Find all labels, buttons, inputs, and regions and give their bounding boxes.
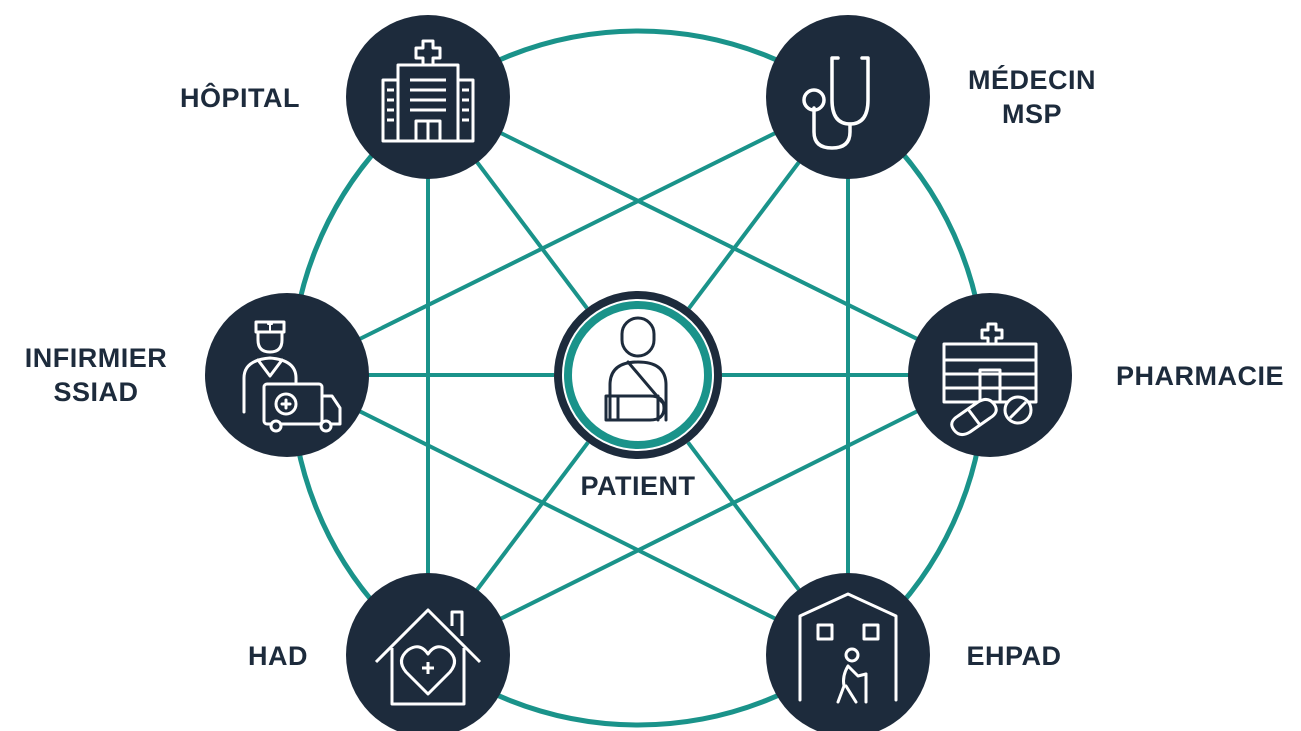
node-pharmacie [908,293,1072,457]
node-hopital [346,15,510,179]
home-heart-cross-icon [374,608,482,706]
node-had [346,573,510,731]
center-label: PATIENT [581,471,696,501]
label-ehpad: EHPAD [966,641,1061,671]
connectors [286,95,991,657]
connector-pharmacie-had [427,373,991,657]
pharmacy-pills-icon [942,322,1038,437]
node-infirmier [205,293,369,457]
label-had: HAD [248,641,308,671]
node-ehpad [766,573,930,731]
connector-infirmier-ehpad [286,373,849,657]
node-medecin [766,15,930,179]
elderly-care-home-icon [798,592,898,704]
label-infirmier-line2: SSIAD [53,377,138,407]
center-node [554,291,722,459]
label-medecin-line2: MSP [1002,99,1062,129]
label-infirmier-line1: INFIRMIER [25,343,168,373]
nurse-ambulance-icon [242,320,342,433]
stethoscope-icon [802,56,870,150]
label-hopital: HÔPITAL [180,82,300,113]
label-medecin-line1: MÉDECIN [968,64,1096,95]
connector-hopital-pharmacie [427,95,991,377]
hospital-building-icon [381,39,475,143]
label-pharmacie: PHARMACIE [1116,361,1284,391]
patient-arm-sling-icon [604,316,668,422]
connector-medecin-infirmier [286,95,849,377]
